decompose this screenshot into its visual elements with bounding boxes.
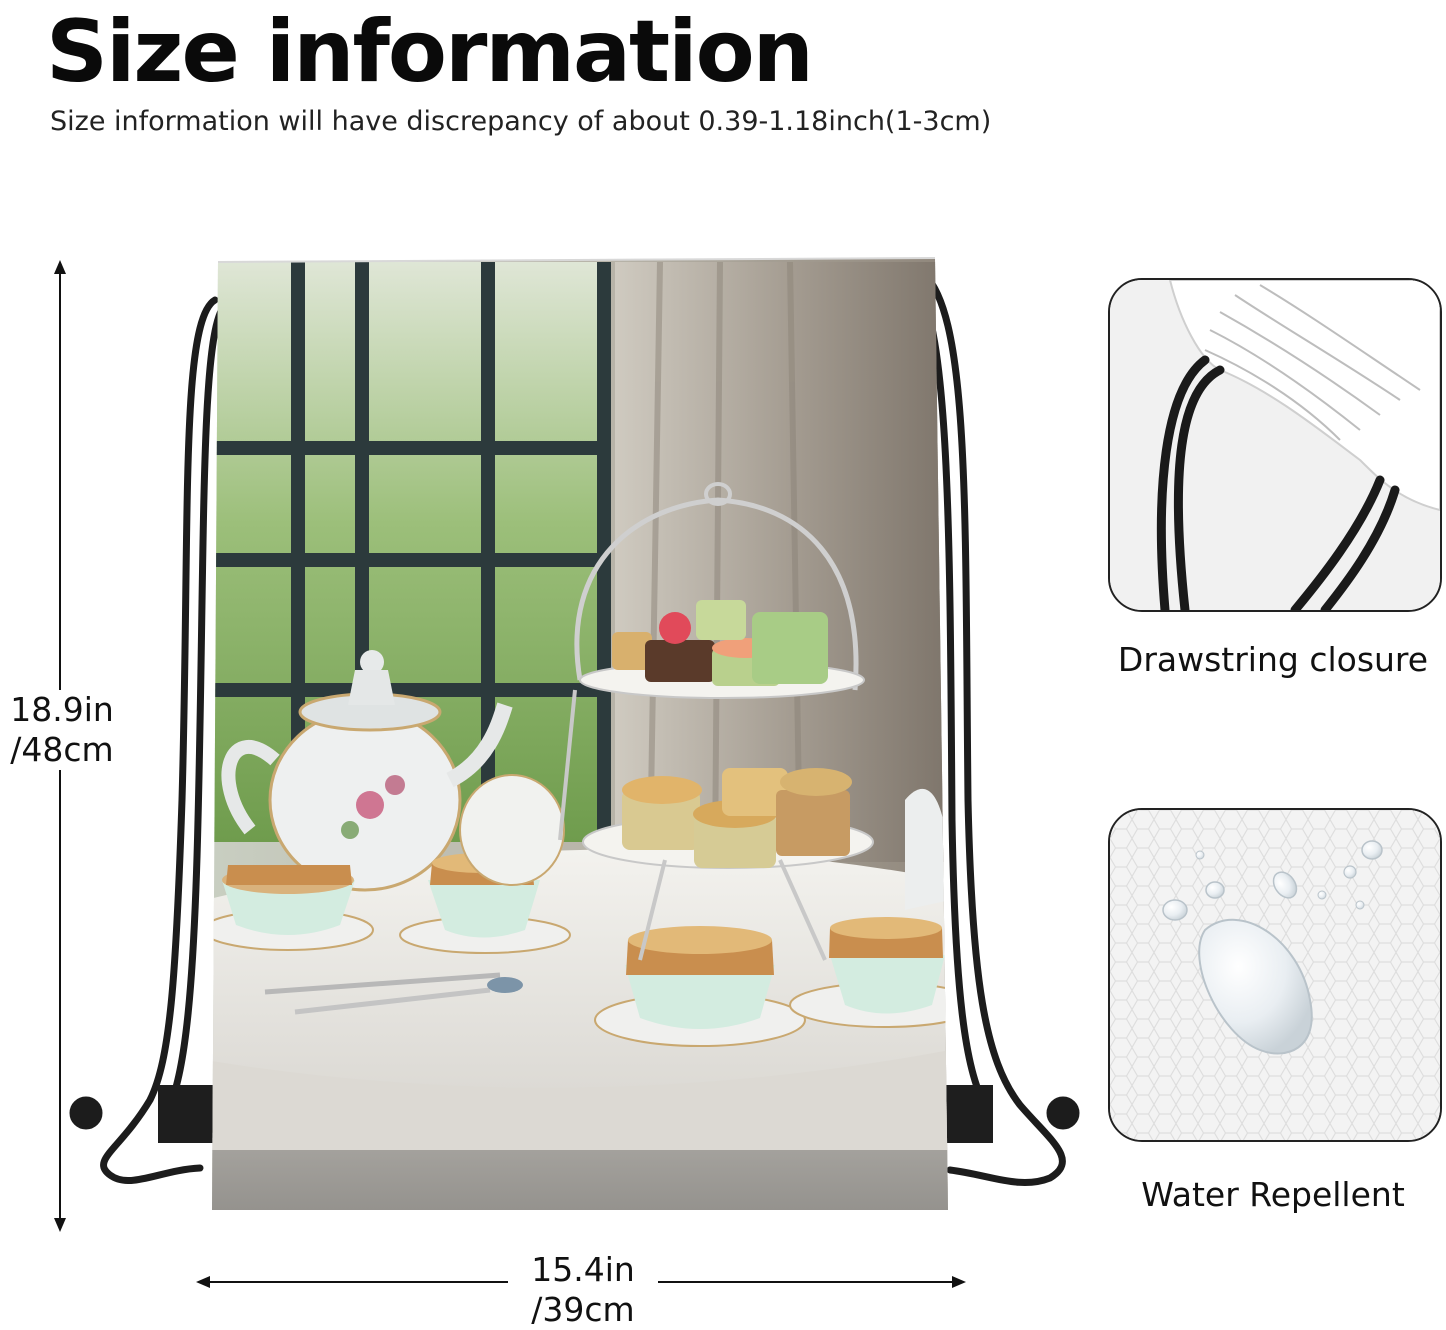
size-disclaimer: Size information will have discrepancy o… bbox=[50, 106, 992, 137]
cake-stand bbox=[558, 482, 874, 961]
drawstring-cords bbox=[69, 271, 1080, 1187]
width-cm: /39cm bbox=[531, 1290, 635, 1329]
drawstring-closeup-icon bbox=[1110, 280, 1440, 610]
height-cm: /48cm bbox=[10, 730, 114, 769]
water-droplets-icon bbox=[1110, 810, 1440, 1140]
feature-water-label: Water Repellent bbox=[1141, 1175, 1405, 1214]
tea-cups bbox=[212, 774, 948, 1047]
width-inches: 15.4in bbox=[531, 1250, 635, 1289]
feature-drawstring-label: Drawstring closure bbox=[1117, 640, 1429, 679]
water-repellent-image bbox=[1108, 808, 1442, 1142]
height-label: 18.9in /48cm bbox=[0, 690, 124, 770]
page-title: Size information bbox=[46, 2, 814, 102]
width-label: 15.4in /39cm bbox=[508, 1250, 658, 1330]
height-inches: 18.9in bbox=[10, 690, 114, 729]
bag-print bbox=[212, 258, 948, 1210]
drawstring-closeup-image bbox=[1108, 278, 1442, 612]
